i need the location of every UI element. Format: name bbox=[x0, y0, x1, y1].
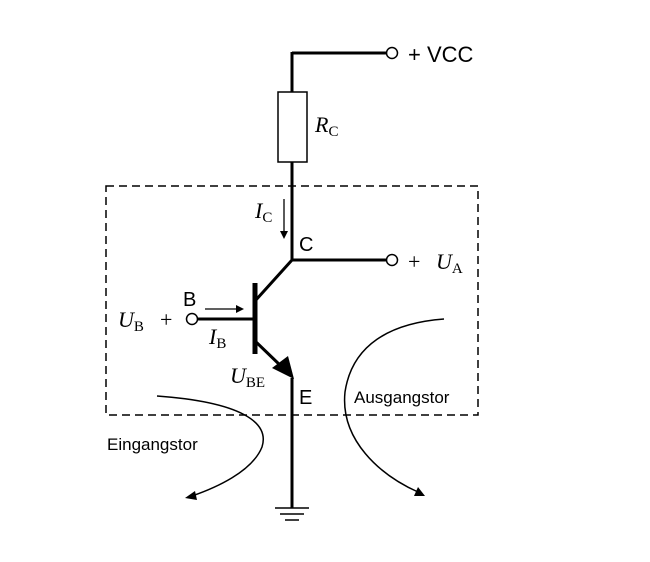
rc-label: RC bbox=[314, 112, 338, 140]
ic-arrow bbox=[280, 199, 288, 239]
base-terminal bbox=[185, 312, 199, 326]
input-port-arrow bbox=[156, 395, 264, 500]
ub-plus-label: + bbox=[160, 307, 172, 332]
vcc-label: + VCC bbox=[408, 42, 474, 67]
emitter-arrow bbox=[272, 356, 294, 379]
ib-arrow bbox=[205, 305, 244, 313]
input-port-label: Eingangstor bbox=[107, 435, 198, 454]
output-port-arrow bbox=[343, 318, 445, 496]
output-terminal bbox=[385, 253, 399, 267]
resistor-rc bbox=[277, 91, 308, 163]
transistor bbox=[252, 258, 294, 379]
base-wire bbox=[185, 312, 255, 326]
emitter-label: E bbox=[299, 387, 312, 409]
collector-wire bbox=[290, 162, 399, 267]
ua-plus-label: + bbox=[408, 249, 420, 274]
ua-label: UA bbox=[436, 249, 463, 277]
transistor-emitter-leg bbox=[253, 339, 284, 369]
vcc-wire bbox=[290, 46, 399, 92]
transistor-collector-leg bbox=[253, 258, 294, 303]
output-port-label: Ausgangstor bbox=[354, 388, 450, 407]
ib-label: IB bbox=[208, 324, 226, 352]
ic-label: IC bbox=[254, 198, 272, 226]
ground-symbol bbox=[275, 507, 309, 521]
collector-label: C bbox=[299, 234, 313, 256]
ub-label: UB bbox=[118, 307, 144, 335]
ube-label: UBE bbox=[230, 363, 265, 391]
vcc-terminal bbox=[385, 46, 399, 60]
base-label: B bbox=[183, 289, 196, 311]
